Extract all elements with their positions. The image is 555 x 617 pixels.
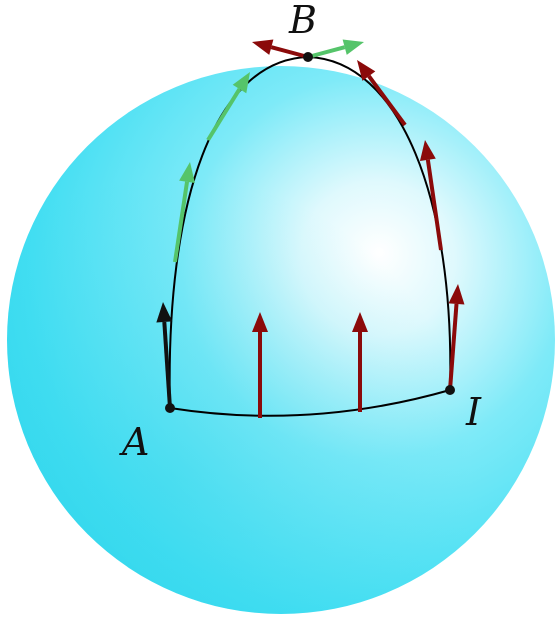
red-vector-6 xyxy=(252,39,309,59)
path-i-to-a xyxy=(169,389,451,417)
red-vector-1 xyxy=(252,312,268,418)
point-i xyxy=(445,385,455,395)
path-a-to-b xyxy=(168,56,309,409)
red-vector-4 xyxy=(419,140,443,251)
point-a xyxy=(165,403,175,413)
green-vector-1 xyxy=(173,162,195,263)
red-vector-5 xyxy=(357,60,407,127)
green-vector-3 xyxy=(307,39,364,59)
label-a: A xyxy=(119,420,149,464)
label-i: I xyxy=(465,390,482,434)
path-b-to-i xyxy=(307,56,452,391)
green-vector-2 xyxy=(206,72,250,142)
point-b xyxy=(303,52,313,62)
red-vector-3 xyxy=(448,284,465,391)
label-b: B xyxy=(288,0,317,42)
sphere-shading xyxy=(7,66,555,614)
vector-field xyxy=(156,39,465,418)
red-vector-2 xyxy=(352,312,368,412)
black-vector xyxy=(156,302,173,409)
